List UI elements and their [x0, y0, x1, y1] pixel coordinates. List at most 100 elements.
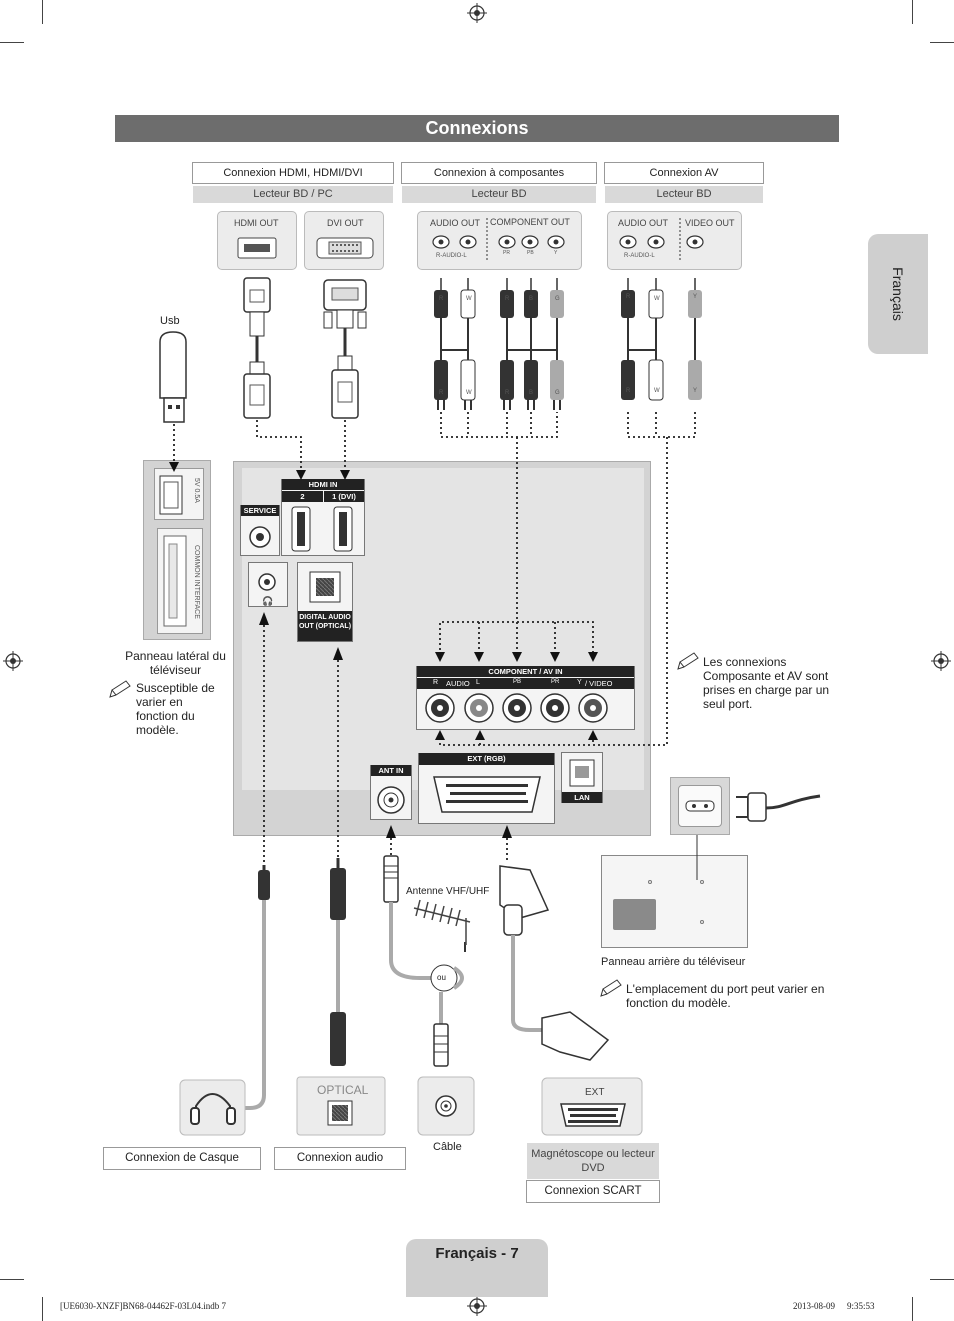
hdmi-cable [243, 277, 271, 419]
side-panel-label: Panneau latéral du téléviseur [125, 649, 226, 677]
video-out-label: VIDEO OUT [685, 218, 735, 228]
registration-mark [467, 1296, 487, 1316]
plug-letter: W [654, 388, 660, 394]
component-av-label: COMPONENT / AV IN [417, 666, 634, 677]
plug-letter: W [466, 390, 472, 396]
svg-text:🎧: 🎧 [262, 595, 273, 607]
dvi-out-port-icon [316, 237, 374, 259]
plug-letter: R [505, 390, 510, 396]
av-audio-out-label: AUDIO OUT [618, 218, 669, 228]
lan-label: LAN [562, 792, 602, 803]
component-letter-pr: PR [551, 679, 560, 685]
plug-letter: W [466, 296, 472, 302]
crop-mark [912, 1297, 913, 1321]
tv-rear-port-area [613, 899, 656, 930]
component-letter-l: L [476, 679, 480, 686]
plug-letter: W [654, 296, 660, 302]
rear-panel-label: Panneau arrière du téléviseur [601, 956, 746, 968]
component-letter-y: Y [577, 679, 582, 686]
crop-mark [42, 1297, 43, 1321]
dvi-out-label: DVI OUT [327, 218, 364, 228]
ant-in-label: ANT IN [371, 765, 411, 776]
cable-label: Câble [433, 1141, 462, 1153]
plug-letter: Y [693, 388, 698, 394]
crop-mark [912, 0, 913, 24]
device-component: Lecteur BD [402, 186, 596, 203]
crop-mark [0, 1279, 24, 1280]
plug-letter: G [555, 296, 560, 302]
headphone-connection-box: Connexion de Casque [103, 1147, 261, 1170]
header-component: Connexion à composantes [401, 162, 597, 184]
side-panel-note: Susceptible de varier en fonction du mod… [136, 681, 215, 737]
ext-rgb-label: EXT (RGB) [419, 753, 554, 765]
antenna-label: Antenne VHF/UHF [406, 886, 490, 897]
registration-mark [931, 651, 951, 671]
plug-letter: G [555, 390, 560, 396]
plug-letter: B [529, 296, 534, 302]
pr-label: PR [503, 250, 510, 256]
service-label: SERVICE [241, 505, 279, 516]
crop-mark [0, 42, 24, 43]
note-pencil-icons [109, 652, 699, 997]
component-note: Les connexions Composante et AV sont pri… [703, 655, 830, 711]
component-sub-bar [417, 678, 634, 689]
audio-label: AUDIO [446, 679, 470, 688]
pb-label: PB [527, 250, 534, 256]
antenna-cable [383, 825, 466, 1067]
r-audio-l-label: R-AUDIO-L [436, 253, 467, 259]
hdmi-out-port-icon [237, 237, 277, 259]
registration-mark [3, 651, 23, 671]
y-label: Y [554, 250, 558, 256]
optical-cable [330, 647, 346, 1066]
usb-stick [159, 331, 187, 472]
device-hdmi: Lecteur BD / PC [193, 186, 393, 203]
audio-connection-box: Connexion audio [274, 1147, 406, 1170]
av-cables [621, 278, 702, 401]
footer-time: 9:35:53 [847, 1301, 875, 1311]
headphone-icon [190, 1093, 236, 1125]
component-letter-pb: PB [513, 679, 522, 685]
rear-panel-note: L'emplacement du port peut varier en fon… [626, 982, 825, 1010]
video-label: / VIDEO [585, 679, 613, 688]
rca-jack-icons [432, 235, 704, 249]
tv-component-jacks [425, 693, 608, 723]
scart-connection-box: Connexion SCART [526, 1180, 660, 1203]
device-av: Lecteur BD [605, 186, 763, 203]
component-letter-r: R [433, 679, 439, 686]
usb-label: Usb [160, 315, 180, 327]
page-title: Connexions [115, 115, 839, 142]
registration-mark [467, 3, 487, 23]
scart-cable [499, 825, 610, 1061]
digital-audio-label: DIGITAL AUDIO OUT (OPTICAL) [298, 611, 352, 641]
crop-mark [930, 1279, 954, 1280]
page-number: Français - 7 [435, 1245, 519, 1262]
hdmi-out-label: HDMI OUT [234, 218, 279, 228]
optical-port-label: OPTICAL [317, 1083, 369, 1097]
plug-letter: R [439, 390, 444, 396]
audio-out-label: AUDIO OUT [430, 218, 481, 228]
plug-letter: R [626, 294, 631, 300]
plug-letter: R [505, 296, 510, 302]
plug-letter: R [626, 388, 631, 394]
ext-port-label: EXT [585, 1087, 605, 1098]
av-r-audio-l-label: R-AUDIO-L [624, 253, 655, 259]
ou-label: ou [437, 973, 446, 982]
crop-mark [42, 0, 43, 24]
hdmi-1-label: 1 (DVI) [324, 491, 364, 502]
hdmi-2-label: 2 [282, 491, 323, 502]
header-av: Connexion AV [604, 162, 764, 184]
antenna-icon [413, 899, 471, 945]
footer-date: 2013-08-09 [793, 1301, 835, 1311]
header-hdmi: Connexion HDMI, HDMI/DVI [192, 162, 394, 184]
headphone-cable [245, 612, 270, 1110]
language-tab: Français [868, 234, 928, 354]
footer-file: [UE6030-XNZF]BN68-04462F-03L04.indb 7 [60, 1301, 226, 1311]
dvi-cable [323, 279, 367, 419]
page-number-tab: Français - 7 [406, 1239, 548, 1297]
component-cables [434, 278, 564, 410]
plug-letter: R [439, 296, 444, 302]
hdmi-in-label: HDMI IN [282, 479, 364, 490]
scart-device-label: Magnétoscope ou lecteur DVD [527, 1143, 659, 1179]
crop-mark [930, 42, 954, 43]
